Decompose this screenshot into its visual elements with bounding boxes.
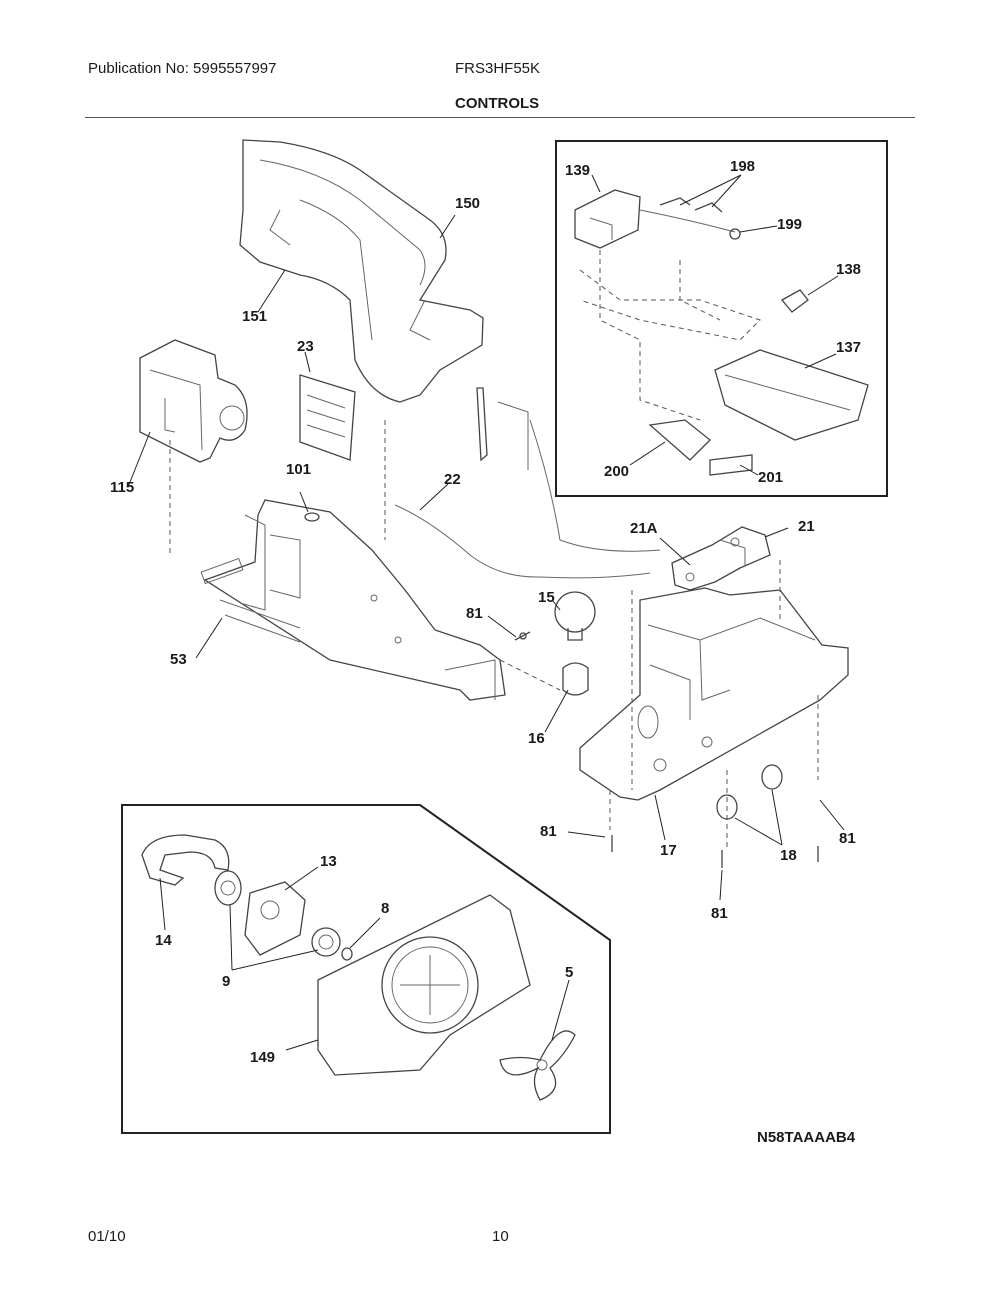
callout-81-bottom: 81 [711,905,728,922]
model-number: FRS3HF55K [455,60,541,77]
switch-21 [671,526,771,591]
callout-149: 149 [250,1049,275,1066]
callout-198: 198 [730,158,755,175]
callout-81-upper: 81 [466,605,483,622]
callout-53: 53 [170,651,187,668]
callout-23: 23 [297,338,314,355]
callout-13: 13 [320,853,337,870]
footer-date: 01/10 [88,1228,126,1245]
callout-201: 201 [758,469,783,486]
control-housing-115 [139,339,248,555]
callout-138: 138 [836,261,861,278]
inset-bottom-parts [141,834,576,1101]
publication-number: Publication No: 5995557997 [88,60,277,77]
callout-17: 17 [660,842,677,859]
screw-101 [299,491,320,522]
callout-199: 199 [777,216,802,233]
screws-81-lower [611,835,819,868]
callout-16: 16 [528,730,545,747]
callout-15: 15 [538,589,555,606]
callout-200: 200 [604,463,629,480]
callout-9: 9 [222,973,230,990]
header-rule [85,117,915,118]
callout-150: 150 [455,195,480,212]
wire-harness-22 [394,387,661,579]
light-bulb-15 [554,591,596,641]
callout-81-right: 81 [839,830,856,847]
callout-81-left: 81 [540,823,557,840]
lamp-socket-16 [499,659,589,696]
inset-top-parts [574,189,869,476]
callout-151: 151 [242,308,267,325]
control-base-17 [579,560,849,850]
leader-lines [127,174,845,1051]
callout-18: 18 [780,847,797,864]
footer-page-number: 10 [492,1228,509,1245]
knobs-18 [716,764,783,820]
callout-101: 101 [286,461,311,478]
callout-139: 139 [565,162,590,179]
callout-14: 14 [155,932,172,949]
diagram-code: N58TAAAAB4 [757,1129,856,1146]
callout-21: 21 [798,518,815,535]
mounting-bracket-53 [200,499,506,701]
callout-5: 5 [565,964,573,981]
inset-frame-top [555,140,888,497]
screw-81-upper [514,631,531,641]
callout-137: 137 [836,339,861,356]
callout-115: 115 [110,479,134,496]
callout-21a: 21A [630,520,658,537]
callout-8: 8 [381,900,389,917]
callout-22: 22 [444,471,461,488]
control-board-23 [299,374,386,540]
section-title: CONTROLS [455,95,540,112]
air-duct-150 [239,139,484,403]
inset-frame-bottom [121,804,611,1134]
